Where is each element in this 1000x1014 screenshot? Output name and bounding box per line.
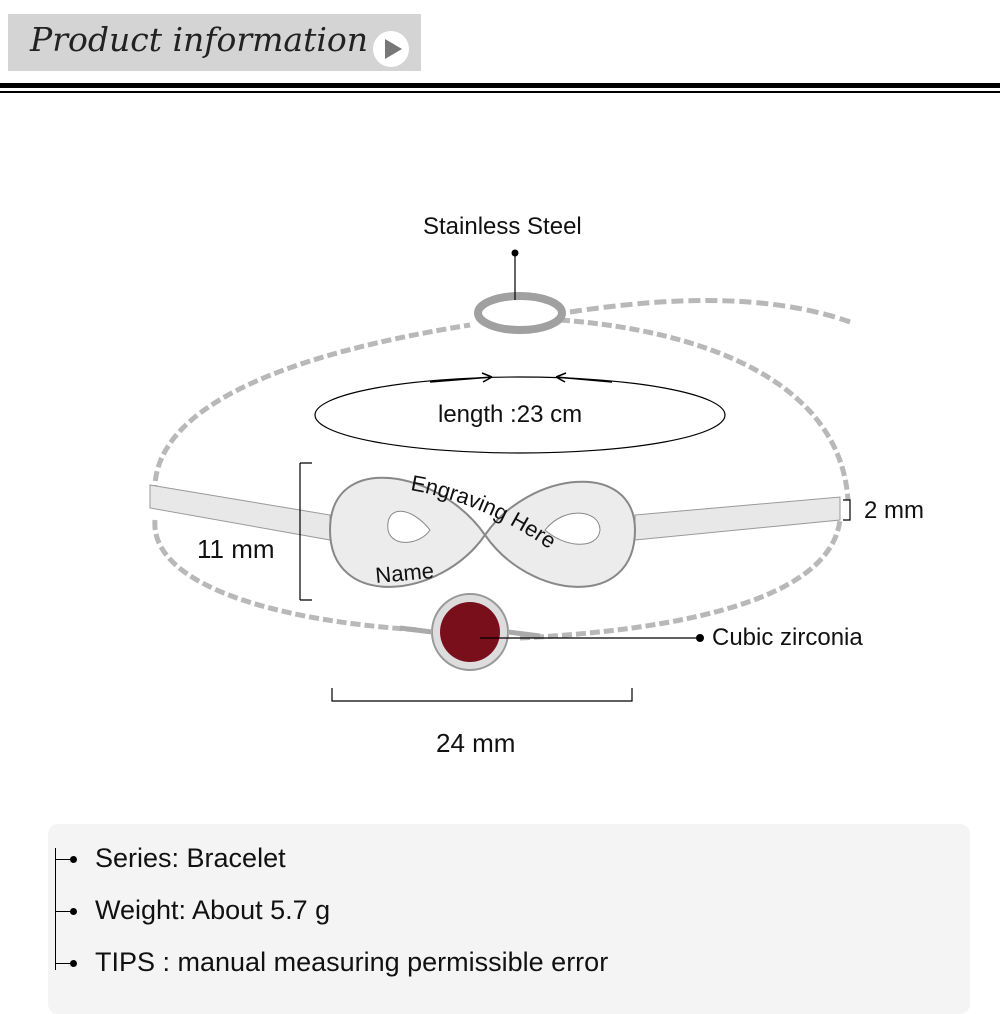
material-label: Stainless Steel — [423, 213, 582, 240]
thickness-label: 2 mm — [864, 497, 924, 524]
bar-left — [149, 484, 331, 541]
header-title: Product information — [30, 20, 369, 59]
divider-thick — [0, 83, 1000, 88]
bullet-icon — [70, 908, 77, 915]
height-label: 11 mm — [197, 534, 275, 564]
stone-label: Cubic zirconia — [712, 624, 863, 651]
stone — [440, 602, 500, 662]
bullet-icon — [70, 960, 77, 967]
info-item-tips: TIPS : manual measuring permissible erro… — [95, 947, 609, 977]
clasp — [474, 292, 566, 334]
chain — [152, 298, 851, 641]
info-connector-line — [55, 848, 56, 970]
info-panel — [48, 824, 970, 1014]
infinity-charm — [328, 476, 637, 588]
bar-right — [634, 496, 841, 541]
header-banner: Product information — [8, 14, 421, 71]
name-label: Name — [374, 558, 435, 588]
width-label: 24 mm — [436, 728, 516, 758]
info-item-series: Series: Bracelet — [95, 843, 286, 873]
bullet-icon — [70, 856, 77, 863]
info-item-weight: Weight: About 5.7 g — [95, 895, 331, 925]
divider-thin — [0, 91, 1000, 93]
play-icon — [373, 31, 409, 67]
length-label: length :23 cm — [438, 401, 583, 428]
